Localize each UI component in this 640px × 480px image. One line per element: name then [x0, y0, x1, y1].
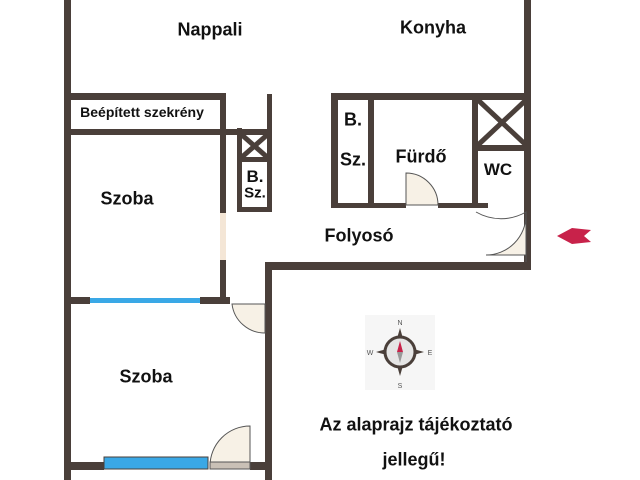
svg-text:S: S	[398, 383, 403, 390]
room-label-szoba-2: Szoba	[119, 366, 173, 387]
room-label-bsz-small-b: B.	[246, 167, 264, 186]
shaft-cross-icons	[240, 98, 528, 159]
window	[90, 298, 200, 303]
room-label-bsz-small-sz: Sz.	[244, 184, 266, 202]
room-label-nappali: Nappali	[177, 19, 243, 40]
svg-text:E: E	[428, 350, 433, 357]
window	[103, 456, 209, 470]
room-label-konyha: Konyha	[399, 17, 467, 38]
door-szoba2	[231, 303, 266, 334]
door-szoba2-balcony	[209, 425, 251, 467]
door-swings	[209, 172, 527, 470]
svg-text:W: W	[367, 350, 374, 357]
room-label-furdo: Fürdő	[395, 146, 447, 167]
walls	[64, 0, 531, 480]
compass-icon: N S W E	[365, 315, 435, 390]
entrance-arrow-icon	[557, 228, 591, 244]
svg-text:N: N	[397, 320, 402, 327]
room-label-beepitett-szekreny: Beépített szekrény	[80, 104, 204, 120]
disclaimer-line-2: jellegű!	[382, 449, 446, 470]
doorway	[220, 213, 226, 260]
door-furdo	[405, 172, 439, 206]
room-label-wc: WC	[483, 160, 513, 179]
room-label-bsz-bath-sz: Sz.	[339, 149, 367, 170]
room-label-szoba-1: Szoba	[100, 188, 154, 209]
entrance-door	[485, 214, 527, 256]
room-label-folyoso: Folyosó	[324, 225, 394, 246]
disclaimer-line-1: Az alaprajz tájékoztató	[319, 414, 513, 435]
room-label-bsz-bath-b: B.	[344, 109, 362, 130]
